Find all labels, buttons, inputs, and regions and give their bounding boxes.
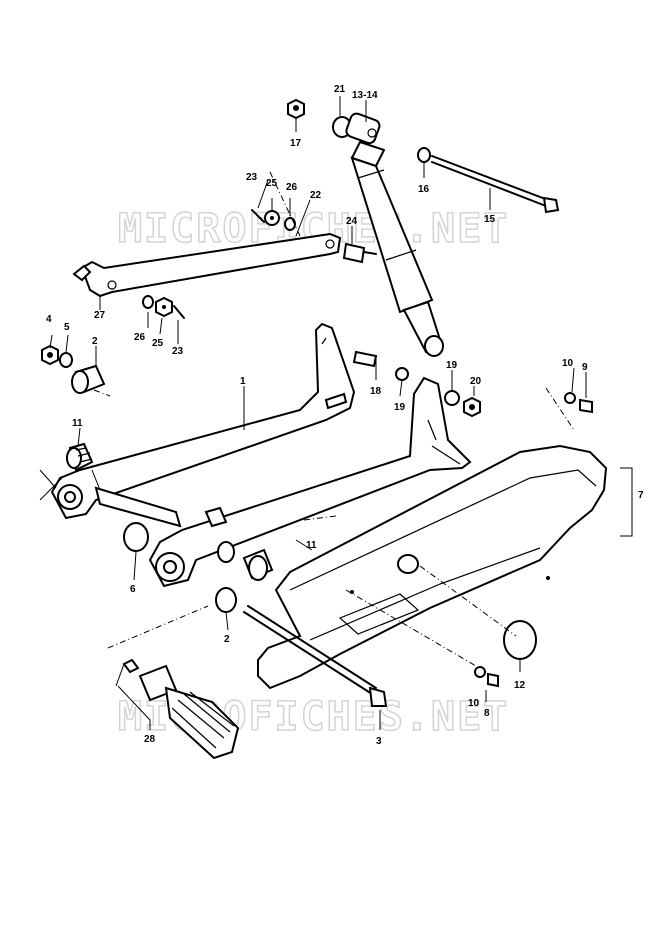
leader-lines — [39, 96, 633, 730]
nut-17-drawing — [287, 98, 305, 120]
shock-absorber-drawing — [332, 112, 444, 357]
label-part-3: 3 — [376, 736, 382, 747]
label-part-5: 5 — [64, 322, 70, 333]
label-part-19-left: 19 — [394, 402, 406, 413]
label-part-17: 17 — [290, 138, 302, 149]
swingarm-drawing — [50, 322, 472, 588]
label-part-23-lower: 23 — [172, 346, 184, 357]
label-part-10-upper: 10 — [562, 358, 574, 369]
label-part-23-upper: 23 — [246, 172, 258, 183]
label-part-26-lower: 26 — [134, 332, 146, 343]
center-lines — [93, 171, 575, 667]
label-part-12: 12 — [514, 680, 526, 691]
label-part-10-lower: 10 — [468, 698, 480, 709]
label-part-16: 16 — [418, 184, 430, 195]
part-labels: 1 2 2 3 4 5 6 7 8 9 10 10 11 11 12 13-14… — [46, 84, 644, 747]
label-part-28: 28 — [144, 734, 156, 745]
label-part-11-center: 11 — [306, 540, 317, 551]
label-part-27: 27 — [94, 310, 106, 321]
footrest-drawing — [122, 658, 240, 760]
chain-cover-drawing — [257, 444, 608, 690]
label-part-8: 8 — [484, 708, 490, 719]
label-part-4: 4 — [46, 314, 52, 325]
label-part-9: 9 — [582, 362, 588, 373]
label-part-20: 20 — [470, 376, 482, 387]
label-part-2-upper: 2 — [92, 336, 98, 347]
label-part-1: 1 — [240, 376, 246, 387]
small-bolts-drawing — [352, 350, 593, 688]
label-part-11-left: 11 — [72, 418, 83, 429]
label-part-25-lower: 25 — [152, 338, 164, 349]
label-part-13-14: 13-14 — [352, 90, 378, 101]
rod-hardware-lower — [142, 295, 185, 319]
torque-rod-drawing — [72, 232, 377, 298]
label-part-26-upper: 26 — [286, 182, 298, 193]
label-part-6: 6 — [130, 584, 136, 595]
label-part-18: 18 — [370, 386, 382, 397]
label-part-22: 22 — [310, 190, 322, 201]
label-part-19-right: 19 — [446, 360, 458, 371]
label-part-7: 7 — [638, 490, 644, 501]
axle-drawing — [215, 587, 388, 707]
label-part-15: 15 — [484, 214, 496, 225]
label-part-2-lower: 2 — [224, 634, 230, 645]
left-bushing-drawing — [41, 344, 106, 472]
label-part-24: 24 — [346, 216, 358, 227]
label-part-21: 21 — [334, 84, 346, 95]
label-part-25-upper: 25 — [266, 178, 278, 189]
shock-bolt-drawing — [417, 147, 560, 214]
